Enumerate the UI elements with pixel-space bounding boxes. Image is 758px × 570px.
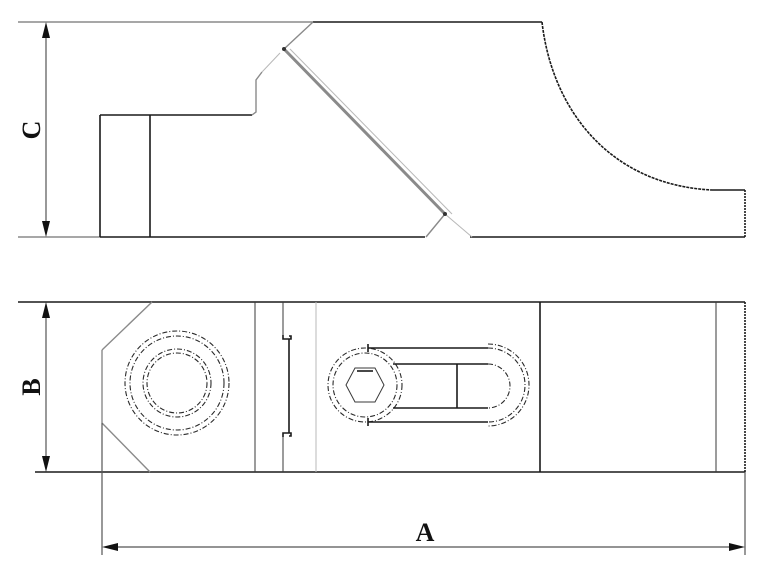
slot-end-outer-2	[487, 343, 530, 427]
hole-inner-ring	[142, 348, 212, 418]
screw-head-outer	[327, 347, 403, 423]
slot-end-outer	[487, 347, 526, 423]
top-view	[18, 301, 746, 473]
dimension-c: C	[17, 22, 50, 237]
dimension-label-c: C	[17, 121, 46, 140]
key-bracket-bottom	[282, 432, 292, 437]
dimension-label-b: B	[17, 378, 46, 395]
hole-outer-ring-inner	[129, 335, 225, 431]
dimension-a: A	[101, 423, 746, 555]
wedge-tail	[444, 213, 473, 238]
wedge-vertex-top	[282, 47, 286, 51]
step-riser	[251, 71, 263, 116]
screw-head-inner	[332, 352, 398, 418]
hole-bore	[146, 352, 208, 414]
arrow-left-icon	[102, 543, 118, 551]
wedge-vertex-bottom	[443, 212, 447, 216]
key-bracket-top	[282, 335, 292, 340]
hole-outer-ring	[124, 330, 230, 436]
arrow-up-icon	[42, 302, 50, 318]
dimension-label-a: A	[416, 518, 435, 547]
arrow-up-icon	[42, 22, 50, 38]
hex-socket-icon	[345, 367, 385, 403]
top-chamfer	[283, 21, 314, 50]
chamfer-top	[101, 301, 153, 351]
adjustment-slot	[327, 343, 530, 427]
jaw-arc	[541, 21, 713, 191]
dimension-b: B	[17, 302, 50, 472]
step-chamfer	[261, 52, 281, 73]
arrow-down-icon	[42, 456, 50, 472]
arrow-down-icon	[42, 221, 50, 237]
counterbore-hole	[124, 330, 230, 436]
wedge-foot	[425, 213, 446, 238]
arrow-right-icon	[729, 543, 745, 551]
slot-end-inner	[487, 363, 511, 409]
side-view	[18, 21, 746, 238]
chamfer-bottom	[101, 422, 151, 473]
wedge-face	[282, 47, 447, 216]
wedge-face-inner	[289, 48, 453, 215]
